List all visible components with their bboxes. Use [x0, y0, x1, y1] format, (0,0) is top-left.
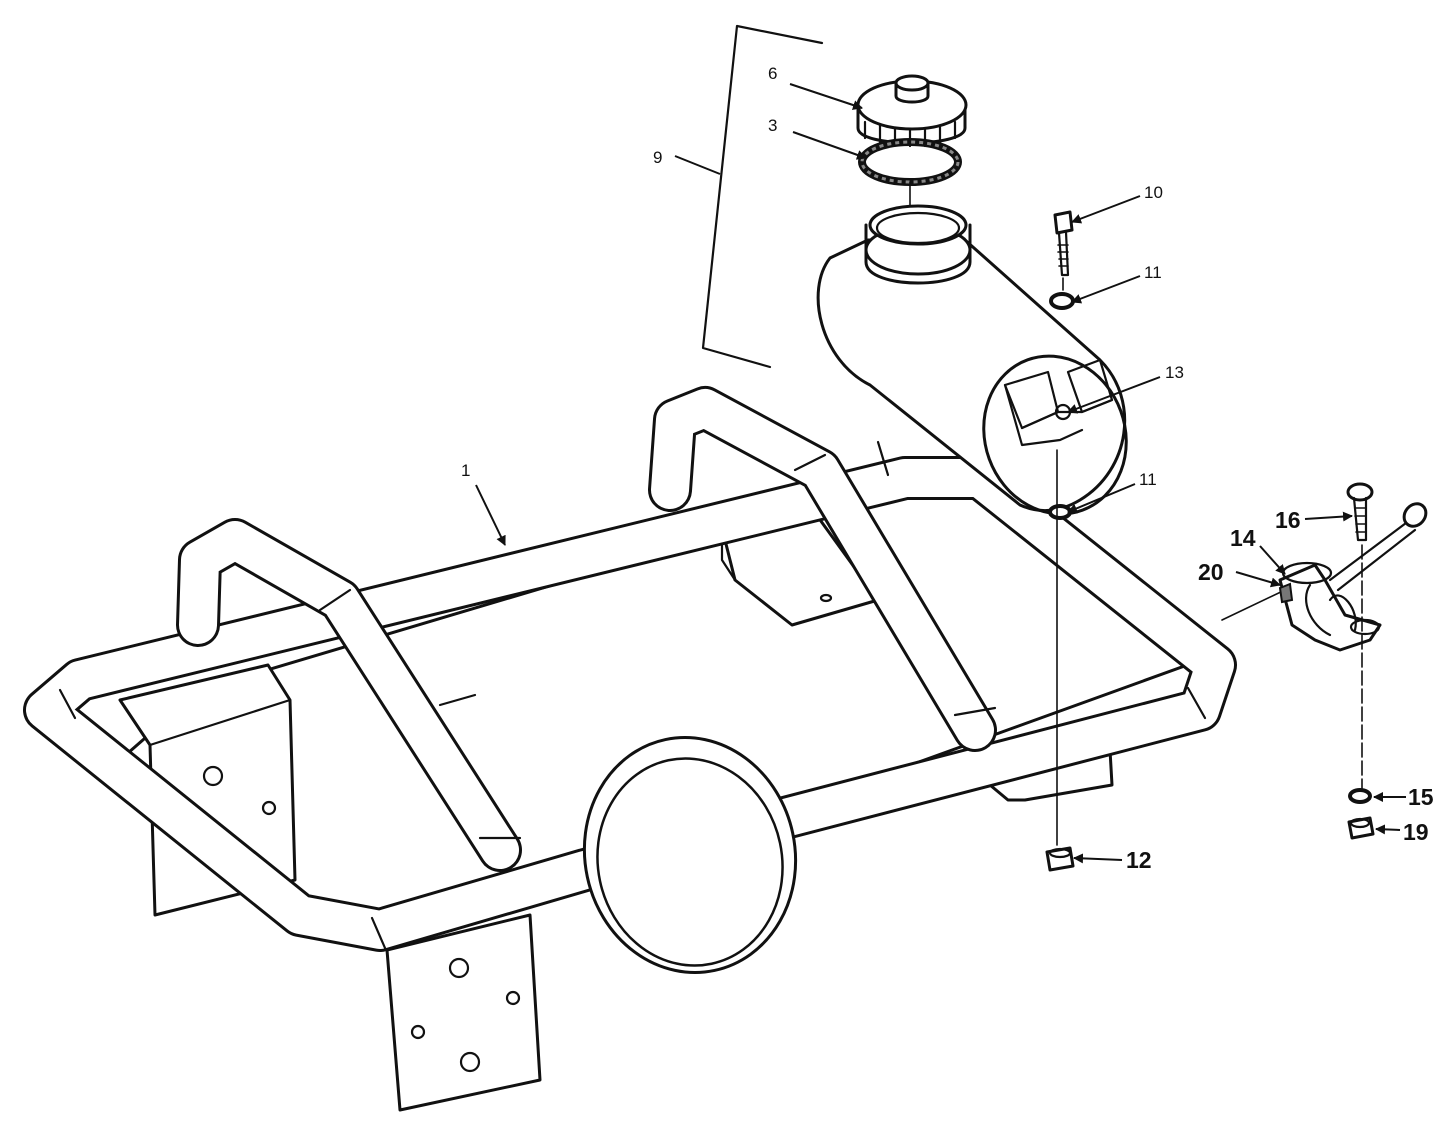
callout-20: 20: [1198, 559, 1224, 585]
callout-12: 12: [1126, 847, 1152, 873]
kit-bracket: [701, 24, 824, 369]
nut-12: [1045, 846, 1075, 872]
washer-11-lower: [1048, 504, 1072, 520]
callout-labels: 1 3 6 9 10 11 11 12 13 14 15 16 19 20: [461, 64, 1434, 873]
callout-leaders: [475, 83, 1406, 864]
callout-9: 9: [653, 148, 662, 167]
fuel-tank: [816, 204, 1128, 516]
callout-19: 19: [1403, 819, 1429, 845]
callout-1: 1: [461, 461, 470, 480]
callout-6: 6: [768, 64, 777, 83]
callout-16: 16: [1275, 507, 1301, 533]
fuel-cap: [856, 74, 968, 148]
callout-11-upper: 11: [1144, 263, 1162, 282]
callout-11-lower: 11: [1139, 470, 1157, 489]
callout-10: 10: [1144, 183, 1163, 202]
callout-14: 14: [1230, 525, 1256, 551]
frame-ring: [582, 736, 798, 974]
front-mounting-bracket: [385, 913, 542, 1112]
washer-15: [1348, 788, 1372, 804]
nut-19: [1347, 816, 1375, 840]
callout-15: 15: [1408, 784, 1434, 810]
callout-13: 13: [1165, 363, 1184, 382]
cap-gasket: [858, 138, 962, 206]
screw-16: [1346, 482, 1374, 542]
bolt-10: [1053, 210, 1074, 291]
shutoff-valve: [1221, 502, 1428, 652]
washer-11-upper: [1049, 292, 1075, 310]
callout-3: 3: [768, 116, 777, 135]
tubular-frame: [23, 386, 1237, 952]
